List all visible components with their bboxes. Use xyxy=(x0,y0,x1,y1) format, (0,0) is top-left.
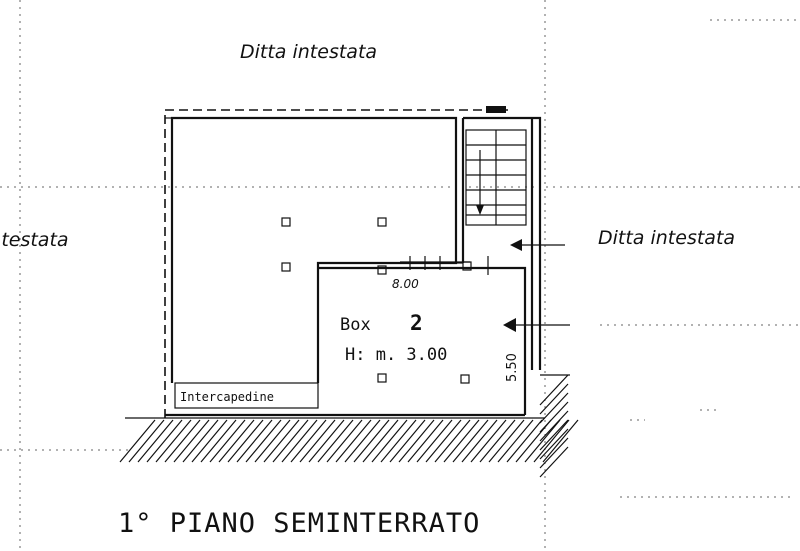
upper-outline xyxy=(164,106,508,418)
walls xyxy=(165,116,542,417)
floor-title: 1° PIANO SEMINTERRATO xyxy=(118,508,480,539)
room-number: 2 xyxy=(410,311,423,335)
width-dimension: 8.00 xyxy=(392,277,419,291)
staircase xyxy=(465,129,527,226)
neighbor-label-left: intestata xyxy=(0,229,69,251)
room-name: Box xyxy=(340,315,371,335)
cavity-label: Intercapedine xyxy=(180,390,274,404)
entrance-arrows xyxy=(503,239,570,332)
ground-hatch xyxy=(119,374,579,478)
neighbor-label-right: Ditta intestata xyxy=(598,227,735,249)
depth-dimension: 5.50 xyxy=(505,353,520,382)
neighbor-label-top: Ditta intestata xyxy=(240,41,377,63)
dimension-marks xyxy=(400,256,489,275)
cavity-strip xyxy=(174,382,319,409)
faint-marks xyxy=(620,409,790,498)
room-height: H: m. 3.00 xyxy=(345,345,447,365)
